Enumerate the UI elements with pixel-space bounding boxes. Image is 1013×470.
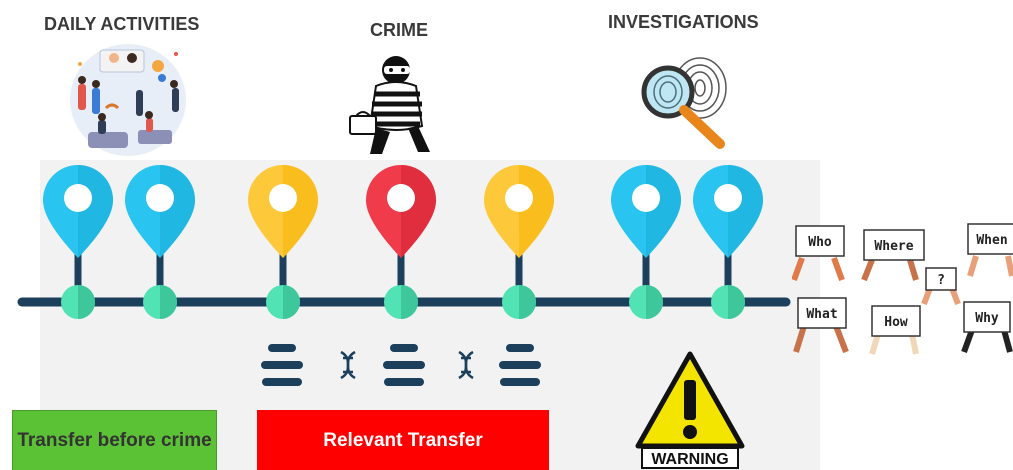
burglar-icon — [349, 56, 430, 154]
heading-crime: CRIME — [370, 20, 428, 40]
svg-text:Who: Who — [808, 235, 832, 250]
svg-text:Where: Where — [874, 239, 913, 254]
heading-daily-activities: DAILY ACTIVITIES — [44, 14, 200, 34]
svg-text:?: ? — [937, 273, 945, 288]
family-activities-icon — [70, 44, 186, 156]
timeline-diagram — [17, 165, 791, 386]
pin-4-red — [366, 165, 436, 319]
pin-6-cyan — [611, 165, 681, 319]
transfer-dashes-3 — [499, 344, 541, 386]
heading-investigations: INVESTIGATIONS — [608, 12, 759, 32]
pin-5-yellow — [484, 165, 554, 319]
pin-3-yellow — [248, 165, 318, 319]
svg-text:Why: Why — [975, 311, 999, 326]
pin-1-cyan — [43, 165, 113, 319]
question-cards-icon: Who Where When ? What How Why — [792, 223, 1013, 355]
dna-icon — [458, 350, 474, 380]
transfer-dashes-1 — [261, 344, 303, 386]
transfer-dashes-2 — [383, 344, 425, 386]
warning-label: WARNING — [651, 451, 728, 468]
pin-7-cyan — [693, 165, 763, 319]
pin-2-cyan — [125, 165, 195, 319]
dna-icon — [340, 350, 356, 380]
svg-text:How: How — [884, 315, 908, 330]
fingerprint-magnifier-icon — [641, 57, 727, 149]
transfer-before-crime-box: Transfer before crime — [12, 410, 217, 470]
relevant-transfer-box: Relevant Transfer — [257, 410, 549, 470]
svg-text:What: What — [806, 307, 837, 322]
warning-sign-icon: WARNING — [635, 351, 745, 469]
svg-text:When: When — [976, 233, 1007, 248]
